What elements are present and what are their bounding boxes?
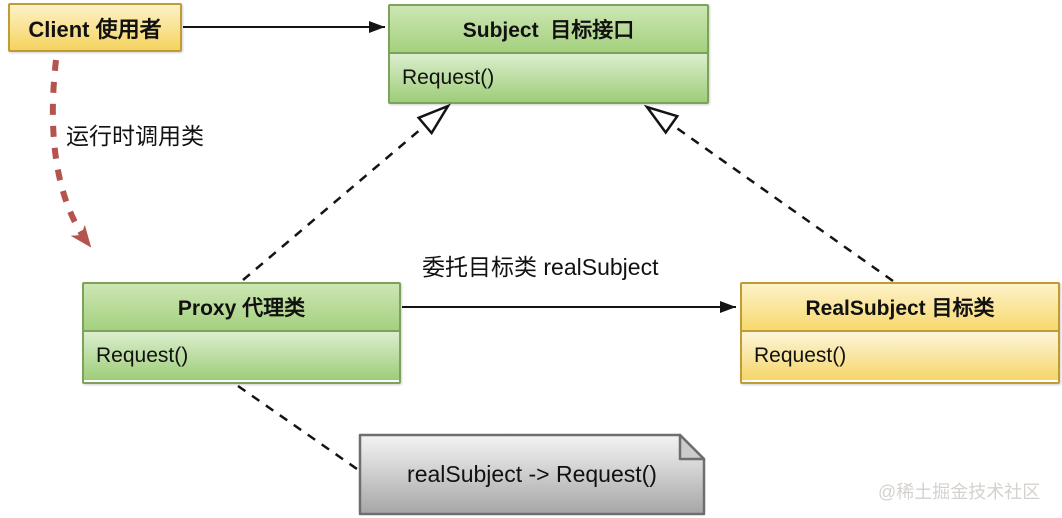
realsubject-realizes-subject-arrow [643, 104, 894, 283]
note-text: realSubject -> Request() [407, 461, 657, 487]
proxy-to-note-link [237, 384, 358, 471]
subject-class-node: Subject 目标接口 Request() [388, 4, 709, 104]
realsubject-class-node: RealSubject 目标类 Request() [740, 282, 1060, 384]
delegate-edge-label: 委托目标类 realSubject [422, 254, 659, 280]
realsubject-class-title: RealSubject 目标类 [742, 284, 1058, 332]
proxy-realizes-subject-arrow [242, 103, 452, 281]
runtime-call-edge-label: 运行时调用类 [66, 123, 204, 149]
realsubject-method-request: Request() [742, 332, 1058, 380]
proxy-class-title: Proxy 代理类 [84, 284, 399, 332]
watermark-text: @稀土掘金技术社区 [878, 482, 1041, 502]
proxy-method-request: Request() [84, 332, 399, 380]
client-class-node: Client 使用者 [8, 3, 182, 52]
client-to-proxy-runtime-arrow [49, 59, 93, 248]
proxy-class-node: Proxy 代理类 Request() [82, 282, 401, 384]
subject-method-request: Request() [390, 54, 707, 102]
subject-class-title: Subject 目标接口 [390, 6, 707, 54]
